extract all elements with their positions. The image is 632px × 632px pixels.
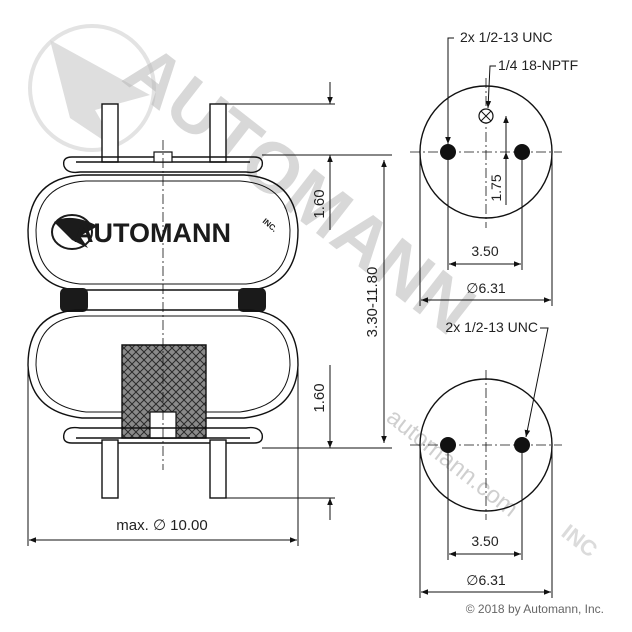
top-plate-hole-left-icon [440, 144, 456, 160]
bottom-plate-view: 2x 1/2-13 UNC 3.50 ∅6.31 [410, 319, 562, 598]
logo-brand-text: AUTOMANN [74, 218, 231, 248]
top-holes-label: 2x 1/2-13 UNC [460, 29, 553, 45]
air-fitting-label: 1/4 18-NPTF [498, 57, 578, 73]
top-plate-diameter-label: ∅6.31 [466, 280, 506, 296]
air-fitting-offset-label: 1.75 [488, 174, 504, 201]
logo-chevron-icon [54, 217, 98, 248]
air-spring-side-view [27, 103, 299, 499]
watermark-ring [28, 24, 156, 152]
top-plate-hole-right-icon [514, 144, 530, 160]
bottom-bead-plate [62, 426, 264, 444]
watermark-url-text: automann.com [381, 403, 523, 522]
copyright-notice: © 2018 by Automann, Inc. [465, 602, 604, 616]
bottom-holes-label: 2x 1/2-13 UNC [445, 319, 538, 335]
girdle-ring-left [60, 288, 88, 312]
bottom-stud-height-label: 1.60 [311, 383, 328, 412]
bottom-plate-hole-left-icon [440, 437, 456, 453]
bottom-stud-right [209, 439, 227, 499]
bottom-plate-hole-right-icon [514, 437, 530, 453]
top-stud-left [101, 103, 119, 163]
bottom-stud-left [101, 439, 119, 499]
top-hole-spacing-label: 3.50 [471, 243, 498, 259]
bottom-plate-diameter-label: ∅6.31 [466, 572, 506, 588]
bottom-hole-spacing-label: 3.50 [471, 533, 498, 549]
watermark-logo-chevron [50, 40, 150, 150]
top-stud-height-label: 1.60 [311, 189, 328, 218]
upper-bellow-inner [35, 180, 291, 285]
automann-logo: AUTOMANN INC. [51, 214, 279, 250]
lower-bellow-inner [35, 315, 291, 413]
watermark-inc-text: INC [557, 519, 602, 562]
stroke-range-label: 3.30-11.80 [364, 267, 381, 338]
lower-bellow [27, 309, 299, 419]
air-fitting-icon [478, 108, 494, 124]
top-plate-view: 2x 1/2-13 UNC 1/4 18-NPTF 1.75 3.50 ∅6.3… [410, 29, 578, 306]
top-stud-right [209, 103, 227, 163]
side-view-dimensions: 1.60 1.60 3.30-11.80 max. ∅ 10.00 [27, 82, 392, 546]
max-diameter-label: max. ∅ 10.00 [116, 517, 207, 534]
girdle-ring-right [238, 288, 266, 312]
